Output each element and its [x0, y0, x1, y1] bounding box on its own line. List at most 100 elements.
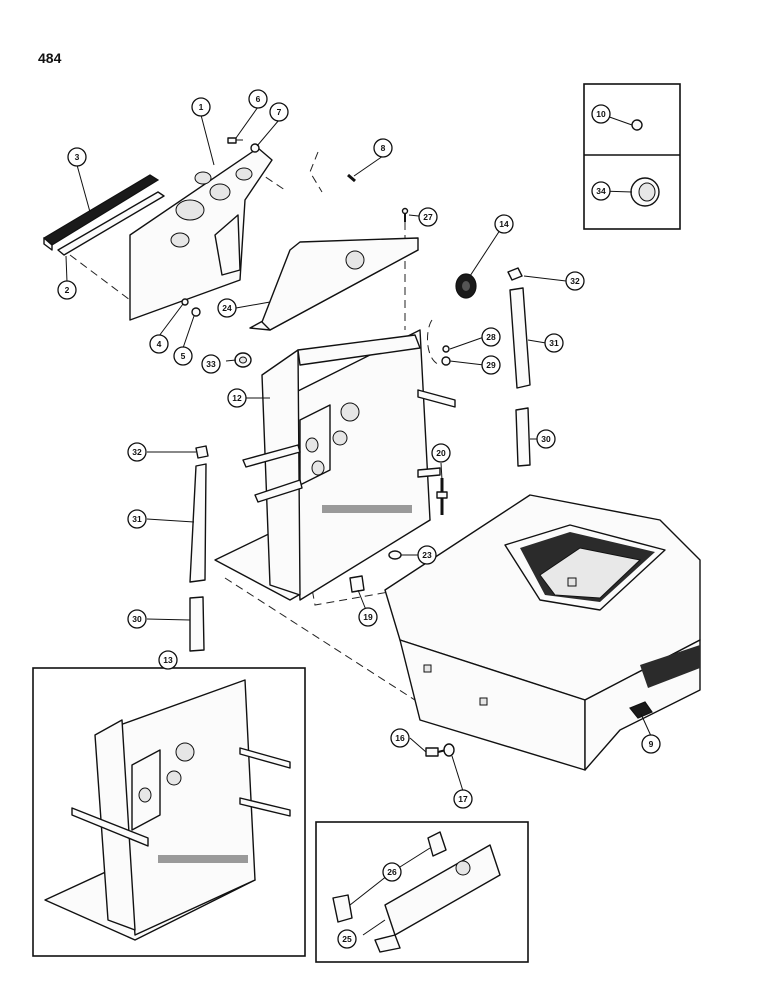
svg-text:24: 24 [222, 303, 232, 313]
callout-1: 1 [191, 97, 211, 117]
svg-text:12: 12 [232, 393, 242, 403]
svg-text:34: 34 [596, 186, 606, 196]
svg-text:9: 9 [649, 739, 654, 749]
svg-text:16: 16 [395, 733, 405, 743]
svg-text:27: 27 [423, 212, 433, 222]
assembly-line [69, 254, 131, 301]
callout-5: 5 [173, 346, 193, 366]
part-16-screw [425, 747, 447, 757]
svg-text:23: 23 [422, 550, 432, 560]
hood-cowl-assembly [384, 494, 701, 771]
svg-text:30: 30 [541, 434, 551, 444]
part-27-screw [401, 207, 409, 222]
callout-8: 8 [373, 138, 393, 158]
callout-25: 25 [337, 929, 357, 949]
assembly-line [309, 151, 323, 193]
callout-30-left: 30 [127, 609, 147, 629]
part-32-cap-left [195, 445, 209, 459]
part-31-post-left [189, 463, 207, 583]
svg-text:33: 33 [206, 359, 216, 369]
part-19-nut [349, 575, 365, 593]
part-31-post-right [509, 287, 531, 389]
svg-text:26: 26 [387, 867, 397, 877]
svg-text:30: 30 [132, 614, 142, 624]
svg-text:1: 1 [199, 102, 204, 112]
part-14-grommet [455, 273, 477, 299]
callout-14: 14 [494, 214, 514, 234]
callout-19: 19 [358, 607, 378, 627]
callout-28: 28 [481, 327, 501, 347]
part-20-bolt [436, 478, 448, 515]
callout-34: 34 [591, 181, 611, 201]
callout-7: 7 [269, 102, 289, 122]
svg-text:14: 14 [499, 219, 509, 229]
part-3-seal-strip [42, 174, 160, 251]
svg-text:25: 25 [342, 934, 352, 944]
svg-text:31: 31 [549, 338, 559, 348]
svg-text:10: 10 [596, 109, 606, 119]
part-13-console-frame-alt [44, 679, 291, 941]
part-34-plug [630, 177, 660, 207]
svg-text:19: 19 [363, 612, 373, 622]
callout-17: 17 [453, 789, 473, 809]
callout-9: 9 [641, 734, 661, 754]
callout-30-right: 30 [536, 429, 556, 449]
part-29-nut [441, 356, 451, 366]
assembly-line [309, 577, 401, 606]
part-4-washer [181, 298, 189, 306]
part-2-retainer-bar [57, 191, 165, 256]
svg-text:5: 5 [181, 351, 186, 361]
part-26-pad-right [427, 831, 447, 857]
svg-text:7: 7 [277, 107, 282, 117]
part-23-washer [388, 550, 402, 560]
svg-text:4: 4 [157, 339, 162, 349]
part-1-instrument-panel [129, 147, 273, 321]
part-32-cap-right [507, 267, 523, 281]
callout-26: 26 [382, 862, 402, 882]
part-26-pad-left [332, 894, 353, 923]
part-24-bracket [249, 237, 419, 331]
svg-text:20: 20 [436, 448, 446, 458]
part-17-washer [443, 743, 455, 757]
callout-31-right: 31 [544, 333, 564, 353]
part-30-post-right [515, 407, 531, 467]
svg-text:6: 6 [256, 94, 261, 104]
svg-text:32: 32 [570, 276, 580, 286]
part-10-plug [631, 119, 643, 131]
part-8-clip [347, 173, 356, 183]
callout-23: 23 [417, 545, 437, 565]
callout-29: 29 [481, 355, 501, 375]
svg-text:31: 31 [132, 514, 142, 524]
callout-16: 16 [390, 728, 410, 748]
svg-text:8: 8 [381, 143, 386, 153]
inset-frame-10-34 [583, 83, 681, 230]
svg-text:17: 17 [458, 794, 468, 804]
svg-text:3: 3 [75, 152, 80, 162]
callout-6: 6 [248, 89, 268, 109]
callout-12: 12 [227, 388, 247, 408]
callout-20: 20 [431, 443, 451, 463]
part-12-console-frame [214, 329, 456, 601]
svg-text:32: 32 [132, 447, 142, 457]
callout-2: 2 [57, 280, 77, 300]
part-33-grommet [234, 352, 252, 368]
part-28-washer [442, 345, 450, 353]
callout-4: 4 [149, 334, 169, 354]
part-5-nut [191, 307, 201, 317]
part-25-bracket [374, 844, 501, 953]
svg-text:13: 13 [163, 655, 173, 665]
svg-text:28: 28 [486, 332, 496, 342]
inset-frame-25-26 [315, 821, 529, 963]
assembly-line [427, 319, 441, 366]
svg-text:29: 29 [486, 360, 496, 370]
callout-10: 10 [591, 104, 611, 124]
callout-27: 27 [418, 207, 438, 227]
part-9-fastener [629, 701, 653, 719]
part-6-screw [227, 137, 243, 144]
callout-32-left: 32 [127, 442, 147, 462]
part-30-post-left [189, 596, 205, 652]
callout-24: 24 [217, 298, 237, 318]
callout-31-left: 31 [127, 509, 147, 529]
callout-3: 3 [67, 147, 87, 167]
